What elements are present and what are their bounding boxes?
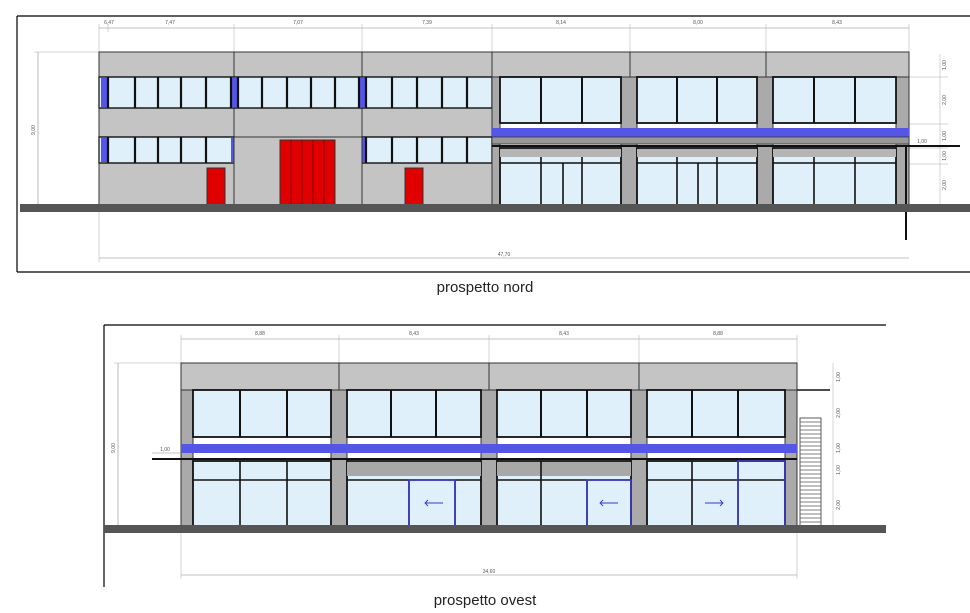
- west-height: 9,00: [111, 443, 117, 453]
- west-top-dim-1: 8,43: [409, 331, 419, 337]
- north-height: 9,00: [31, 125, 37, 135]
- north-right-dim-1: 2,00: [942, 95, 948, 105]
- north-top-dim-1: 7,47: [165, 20, 175, 26]
- west-dimension-labels: 8,88 8,43 8,43 8,88 34,60 9,00 1,00 1,00…: [111, 331, 842, 575]
- west-elevation-caption: prospetto ovest: [433, 592, 537, 609]
- west-canopy-dim: 1,00: [160, 447, 170, 453]
- north-top-dim-2: 7,07: [293, 20, 303, 26]
- west-right-dim-2: 1,00: [836, 443, 842, 453]
- west-top-dim-0: 8,88: [255, 331, 265, 337]
- north-elevation-caption: prospetto nord: [436, 279, 534, 296]
- north-top-dim-6: 8,43: [832, 20, 842, 26]
- north-total-width: 47,70: [498, 252, 511, 258]
- north-top-dim-5: 8,00: [693, 20, 703, 26]
- north-ground-line: [20, 204, 970, 212]
- west-building: [152, 362, 830, 532]
- north-right-dim-0: 1,00: [942, 60, 948, 70]
- north-dimension-labels: 6,47 7,47 7,07 7,39 8,14 8,00 8,43 47,70…: [31, 20, 948, 258]
- north-top-dim-0: 6,47: [104, 20, 114, 26]
- north-top-dim-3: 7,39: [422, 20, 432, 26]
- west-top-dim-2: 8,43: [559, 331, 569, 337]
- north-right-dim-2: 1,00: [942, 131, 948, 141]
- north-left-block: [98, 51, 493, 207]
- elevation-west-drawing: 8,88 8,43 8,43 8,88 34,60 9,00 1,00 1,00…: [103, 324, 886, 587]
- north-right-dim-3: 1,00: [942, 151, 948, 161]
- north-red-doors: [206, 139, 424, 207]
- north-top-dimension-ticks: [98, 24, 910, 52]
- west-total-width: 34,60: [483, 569, 496, 575]
- west-right-dim-1: 2,00: [836, 408, 842, 418]
- west-ground-line: [104, 525, 886, 533]
- north-right-dim-4: 2,00: [942, 180, 948, 190]
- west-exterior-stair: [799, 417, 822, 527]
- west-top-dim-3: 8,88: [713, 331, 723, 337]
- west-right-dim-0: 1,00: [836, 372, 842, 382]
- north-upper-window-strip: [98, 76, 493, 109]
- north-canopy-dim: 1,00: [917, 139, 927, 145]
- elevation-north-drawing: 6,47 7,47 7,07 7,39 8,14 8,00 8,43 47,70…: [16, 15, 970, 273]
- north-right-block: [491, 51, 960, 207]
- west-right-dim-4: 2,00: [836, 500, 842, 510]
- west-right-dim-3: 1,00: [836, 465, 842, 475]
- north-top-dim-4: 8,14: [556, 20, 566, 26]
